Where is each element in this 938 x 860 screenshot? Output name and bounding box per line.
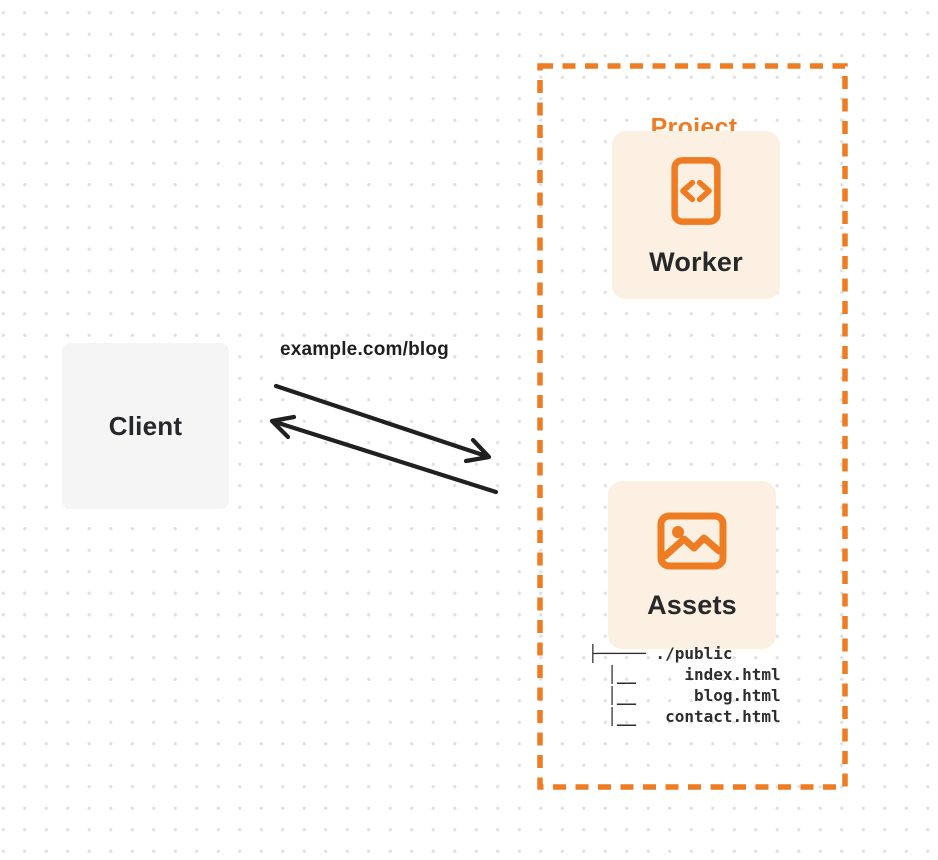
worker-card: Worker [612, 131, 780, 299]
file-tree: ├───── ./public │__ index.html │__ blog.… [588, 644, 781, 726]
assets-card: Assets [608, 481, 776, 649]
image-icon [657, 512, 727, 569]
project-dashed-border [537, 63, 848, 790]
code-icon [671, 156, 721, 225]
client-label: Client [108, 410, 183, 441]
response-arrow [269, 414, 499, 495]
request-url-label: example.com/blog [280, 339, 449, 360]
client-box: Client [62, 343, 229, 509]
worker-label: Worker [649, 246, 743, 277]
assets-label: Assets [647, 589, 737, 620]
project-container: Project Worker Assets ├───── ./public │_… [537, 62, 851, 792]
request-arrow [273, 383, 492, 464]
